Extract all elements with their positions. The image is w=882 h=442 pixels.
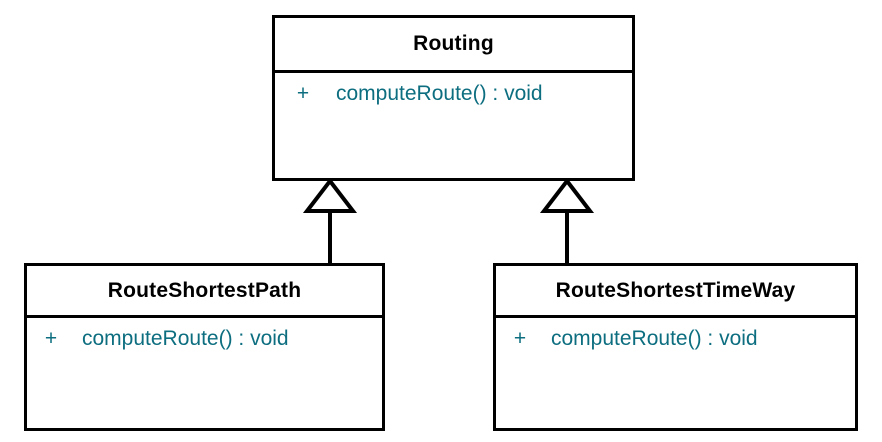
generalization-connector-routeshortesttimeway[interactable] (533, 175, 601, 271)
compartment-divider (496, 315, 855, 318)
member-signature: computeRoute() : void (82, 327, 289, 350)
class-box-routeshortestpath[interactable]: RouteShortestPath + computeRoute() : voi… (24, 263, 385, 431)
member-signature: computeRoute() : void (551, 327, 758, 350)
class-name-routeshortesttimeway: RouteShortestTimeWay (555, 278, 796, 302)
member-visibility-marker: + (296, 82, 310, 105)
member-visibility-marker: + (513, 327, 527, 350)
class-name-routeshortestpath: RouteShortestPath (107, 278, 302, 302)
class-members-routeshortestpath: + computeRoute() : void (27, 318, 382, 428)
class-members-routing: + computeRoute() : void (275, 73, 632, 178)
member-row[interactable]: + computeRoute() : void (27, 327, 382, 351)
generalization-connector-routeshortestpath[interactable] (296, 175, 364, 271)
member-row[interactable]: + computeRoute() : void (496, 327, 855, 351)
class-members-routeshortesttimeway: + computeRoute() : void (496, 318, 855, 428)
class-box-routing[interactable]: Routing + computeRoute() : void (272, 15, 635, 181)
member-visibility-marker: + (44, 327, 58, 350)
hollow-triangle-arrowhead-icon (539, 177, 595, 213)
hollow-triangle-arrowhead-icon (302, 177, 358, 213)
member-row[interactable]: + computeRoute() : void (275, 82, 632, 106)
compartment-divider (275, 70, 632, 73)
class-name-routing: Routing (413, 32, 494, 55)
member-signature: computeRoute() : void (336, 82, 543, 105)
class-box-routeshortesttimeway[interactable]: RouteShortestTimeWay + computeRoute() : … (493, 263, 858, 431)
compartment-divider (27, 315, 382, 318)
